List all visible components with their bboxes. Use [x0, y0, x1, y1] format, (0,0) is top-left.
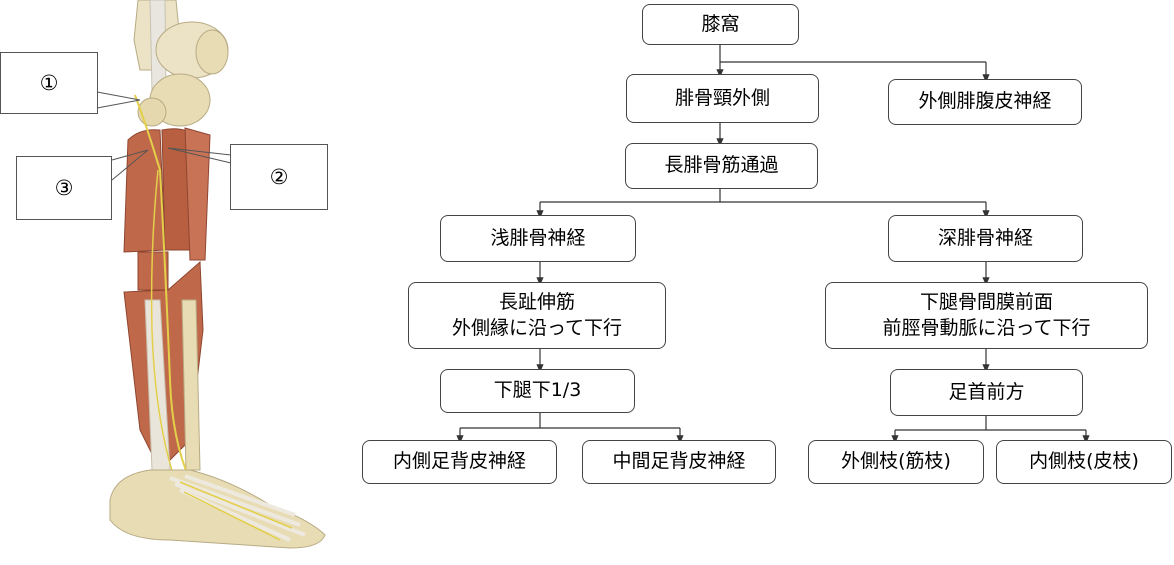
node-lower-third-leg: 下腿下1/3: [440, 369, 635, 413]
callout-2-leader: [167, 147, 232, 164]
foot-tendons: [169, 474, 306, 542]
node-label: 内側枝(皮枝): [1029, 450, 1139, 473]
node-extensor-digitorum-longus: 長趾伸筋 外側縁に沿って下行: [408, 282, 666, 349]
node-label-line2: 外側縁に沿って下行: [451, 316, 623, 339]
node-fibular-neck-lateral: 腓骨頸外側: [626, 74, 819, 123]
node-medial-dorsal-cutaneous: 内側足背皮神経: [362, 440, 557, 484]
leg-anatomy-illustration: [96, 0, 326, 549]
nerve-branch: [150, 169, 176, 481]
node-label-line1: 下腿骨間膜前面: [919, 290, 1053, 313]
foot-nerves: [179, 481, 293, 541]
node-intermediate-dorsal-cutaneous: 中間足背皮神経: [582, 440, 776, 484]
cut-section-small: [137, 251, 169, 291]
node-label: 下腿下1/3: [493, 379, 582, 402]
node-superficial-fibular-nerve: 浅腓骨神経: [440, 215, 636, 262]
node-label: 深腓骨神経: [937, 226, 1033, 249]
node-label-line2: 前脛骨動脈に沿って下行: [882, 316, 1091, 339]
patella: [195, 29, 229, 75]
node-deep-fibular-nerve: 深腓骨神経: [888, 215, 1083, 262]
node-label: 中間足背皮神経: [612, 450, 746, 473]
callout-1-leader: [96, 91, 141, 109]
node-lateral-sural-cutaneous: 外側腓腹皮神経: [888, 79, 1082, 125]
node-label: 足首前方: [948, 380, 1025, 403]
node-interosseous-membrane: 下腿骨間膜前面 前脛骨動脈に沿って下行: [825, 282, 1148, 349]
node-medial-branch-cutaneous: 内側枝(皮枝): [996, 440, 1172, 484]
callout-3-leader: [111, 149, 149, 181]
edge-peroneus-split: [540, 189, 986, 203]
node-popliteal-fossa: 膝窩: [642, 4, 799, 45]
node-label: 浅腓骨神経: [490, 226, 586, 249]
node-lateral-branch-muscular: 外側枝(筋枝): [808, 440, 984, 484]
node-label: 外側枝(筋枝): [841, 450, 951, 473]
node-label: 内側足背皮神経: [392, 450, 526, 473]
common-fibular-nerve: [134, 94, 191, 481]
node-label: 腓骨頸外側: [674, 86, 770, 109]
node-label: 長腓骨筋通過: [664, 154, 779, 177]
peroneus-longus: [123, 129, 166, 253]
node-label: 外側腓腹皮神経: [918, 90, 1052, 113]
node-through-peroneus-longus: 長腓骨筋通過: [625, 143, 818, 189]
edge-lower-third-split: [460, 413, 680, 429]
callout-3: ③: [16, 156, 112, 220]
tibialis-anterior-upper: [184, 127, 211, 261]
callout-2: ②: [230, 144, 328, 210]
node-ankle-front: 足首前方: [890, 369, 1083, 416]
callout-1: ①: [0, 52, 98, 114]
node-label: 膝窩: [701, 12, 740, 35]
fibular-head: [137, 97, 167, 127]
edge-popliteal-split: [719, 45, 986, 63]
node-label-line1: 長趾伸筋: [498, 290, 575, 313]
tibia-lower: [181, 299, 201, 471]
edge-ankle-split: [895, 416, 1086, 431]
